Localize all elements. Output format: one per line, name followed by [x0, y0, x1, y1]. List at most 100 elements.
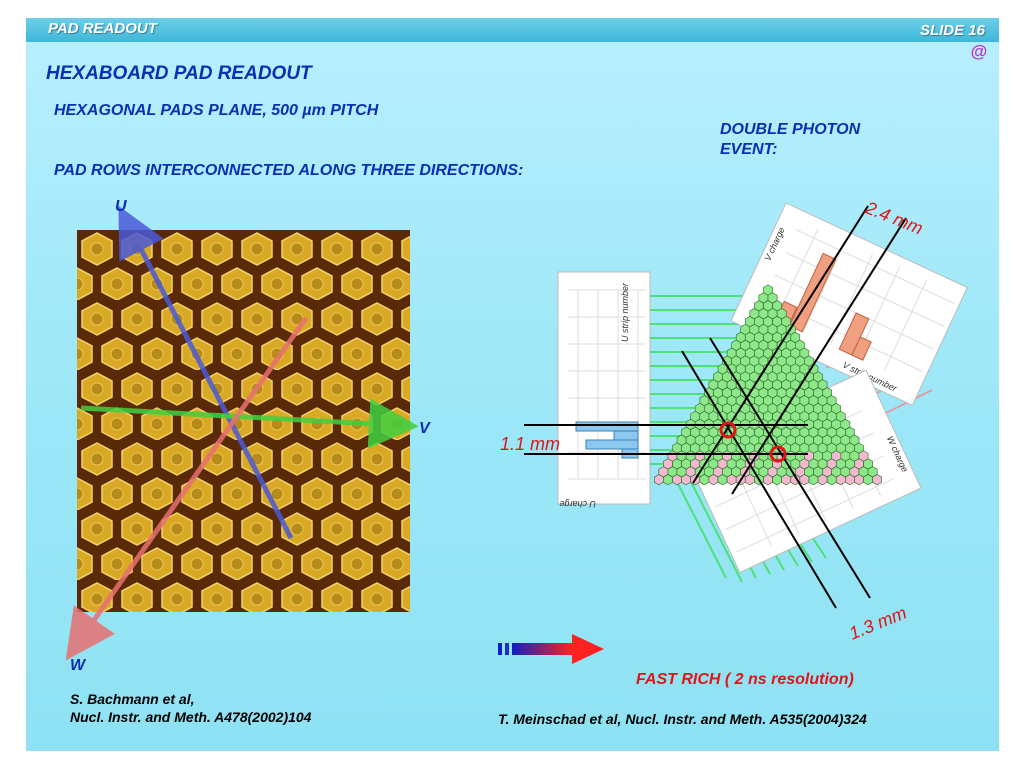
hex-pad	[858, 466, 869, 478]
hex-pad	[799, 426, 810, 438]
hex-pad	[776, 450, 787, 462]
hex-pad	[767, 450, 778, 462]
hex-pad	[735, 363, 746, 375]
hex-pad	[740, 339, 751, 351]
reference-left-journal: Nucl. Instr. and Meth. A478(2002)104	[70, 709, 312, 725]
hex-pad	[658, 466, 669, 478]
hex-pad	[708, 474, 719, 486]
hex-pad	[731, 339, 742, 351]
hex-pad	[740, 371, 751, 383]
hex-pad	[772, 410, 782, 423]
hex-pad	[754, 300, 764, 312]
hex-pad	[854, 474, 864, 486]
hex-pad	[794, 403, 805, 415]
hex-pad	[735, 426, 746, 438]
hex-pad	[722, 387, 732, 399]
hex-pad	[717, 410, 728, 423]
hex-pad	[804, 403, 814, 415]
v-histogram: V strip number V charge	[730, 202, 968, 407]
header-bar: PAD READOUT SLIDE 16	[26, 18, 999, 42]
hex-pad	[754, 363, 764, 375]
hex-pad	[831, 403, 842, 415]
hex-pad	[740, 434, 751, 446]
hex-pad	[790, 474, 801, 486]
hex-pad	[744, 363, 755, 375]
hex-pad	[840, 450, 851, 462]
hex-pad	[690, 442, 701, 454]
hex-pad	[794, 355, 805, 367]
hex-pad	[731, 418, 742, 430]
hex-pad	[749, 323, 760, 336]
hex-pad	[726, 395, 737, 407]
hex-pad	[717, 395, 728, 407]
hex-pad	[785, 418, 796, 430]
hex-pad	[703, 450, 714, 462]
hex-pad	[785, 450, 796, 462]
hex-pad	[763, 426, 773, 438]
hex-pad	[676, 450, 687, 462]
hex-pad	[790, 347, 801, 359]
hex-pad	[863, 458, 873, 470]
hex-pad	[772, 458, 782, 470]
hex-pad	[758, 403, 769, 415]
hex-pad	[722, 418, 732, 430]
hex-pad	[726, 379, 737, 391]
hex-pad	[817, 426, 828, 438]
hex-pad	[785, 387, 796, 399]
measurement-2-4mm: 2.4 mm	[862, 197, 926, 239]
hex-pad	[794, 450, 805, 462]
hex-pad	[681, 442, 691, 454]
hex-pad	[835, 410, 846, 423]
hex-pad	[676, 434, 687, 446]
hex-pad	[804, 450, 814, 462]
hex-pad	[813, 450, 823, 462]
v-strip-lines	[785, 257, 933, 429]
home-link[interactable]: @	[970, 42, 987, 61]
hex-pad	[726, 363, 737, 375]
svg-text:U strip number: U strip number	[620, 282, 630, 342]
hex-pad	[813, 418, 823, 430]
hex-pad	[854, 442, 864, 454]
hex-pad	[826, 410, 837, 423]
hex-pad	[790, 458, 801, 470]
hex-pad	[794, 371, 805, 383]
hex-pad	[804, 371, 814, 383]
hex-pad	[744, 395, 755, 407]
hex-pad	[713, 387, 723, 399]
hex-pad	[758, 371, 769, 383]
hex-pad	[749, 418, 760, 430]
hex-pad	[767, 434, 778, 446]
section-title: PAD READOUT	[48, 20, 157, 37]
hex-pad	[781, 331, 792, 343]
hex-pad	[767, 339, 778, 351]
measurement-1-1mm: 1.1 mm	[500, 434, 561, 454]
hex-pad	[817, 410, 828, 423]
hex-pad	[817, 395, 828, 407]
hex-pad	[735, 458, 746, 470]
hex-pad	[754, 410, 764, 423]
hex-pad	[813, 387, 823, 399]
hex-pad	[826, 474, 837, 486]
hex-pad	[667, 450, 678, 462]
hex-pad	[708, 395, 719, 407]
hex-pad	[835, 458, 846, 470]
hex-pad	[822, 387, 833, 399]
hex-pad	[776, 418, 787, 430]
hex-pad	[767, 387, 778, 399]
hex-pad	[735, 474, 746, 486]
hex-pad	[740, 450, 751, 462]
hex-pad	[794, 418, 805, 430]
hex-pad	[763, 474, 773, 486]
hex-pad	[672, 458, 682, 470]
hex-pad	[754, 316, 764, 328]
hex-pad	[758, 308, 769, 320]
hex-pad	[785, 466, 796, 478]
hex-pad	[726, 442, 737, 454]
hex-pad	[767, 418, 778, 430]
hex-pad	[831, 418, 842, 430]
hex-pad	[726, 410, 737, 423]
hex-pad	[744, 426, 755, 438]
hex-pad	[808, 363, 819, 375]
hex-pad	[799, 395, 810, 407]
hex-pad	[708, 458, 719, 470]
